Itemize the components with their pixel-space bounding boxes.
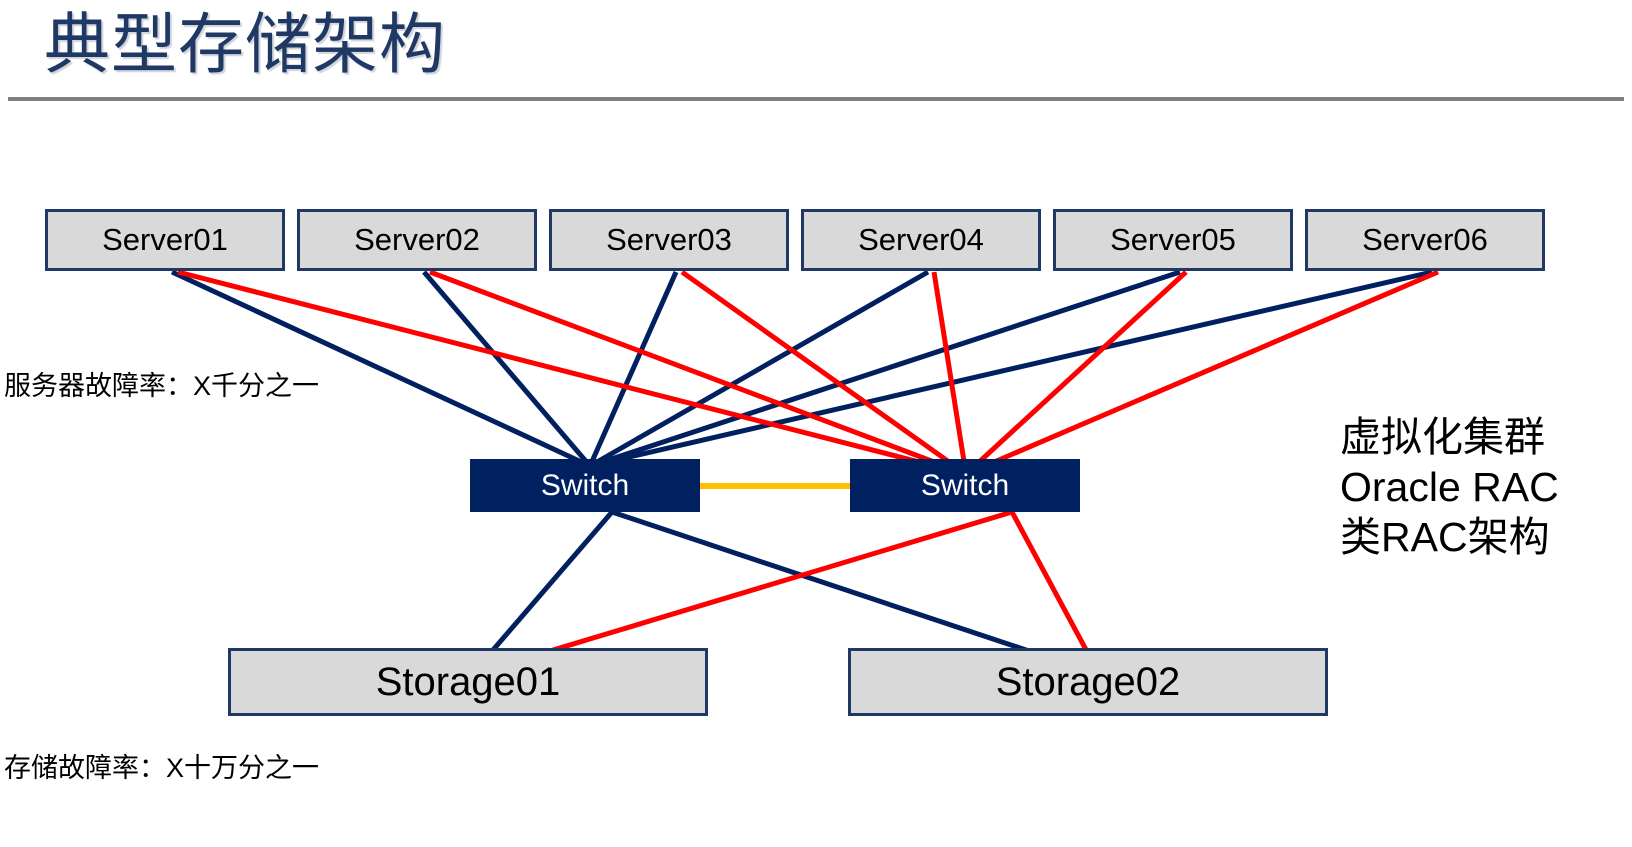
link-server06-right-switch bbox=[965, 269, 1439, 477]
link-server01-right-switch bbox=[177, 269, 967, 477]
link-left-switch-storage02 bbox=[611, 509, 1093, 675]
server-to-right-switch-links bbox=[177, 269, 1439, 477]
node-server03-label: Server03 bbox=[606, 222, 732, 257]
title-divider bbox=[8, 97, 1624, 101]
link-left-switch-storage01 bbox=[472, 510, 614, 674]
link-server03-left-switch bbox=[587, 270, 679, 468]
node-server06[interactable]: Server06 bbox=[1305, 209, 1545, 271]
node-server04[interactable]: Server04 bbox=[801, 209, 1041, 271]
node-server05[interactable]: Server05 bbox=[1053, 209, 1293, 271]
node-storage02-label: Storage02 bbox=[995, 659, 1181, 704]
cluster-note-line1: 虚拟化集群 bbox=[1340, 414, 1545, 460]
server-to-left-switch-links bbox=[170, 269, 1433, 469]
link-server06-left-switch bbox=[589, 269, 1433, 469]
link-right-switch-storage01 bbox=[479, 509, 1013, 675]
link-server05-left-switch bbox=[589, 269, 1181, 469]
node-server04-label: Server04 bbox=[858, 222, 984, 257]
link-server02-left-switch bbox=[422, 270, 592, 468]
node-switch-left-label: Switch bbox=[540, 468, 630, 502]
left-switch-to-storage-links bbox=[472, 509, 1093, 675]
node-server05-label: Server05 bbox=[1110, 222, 1236, 257]
node-server02-label: Server02 bbox=[354, 222, 480, 257]
node-server03[interactable]: Server03 bbox=[549, 209, 789, 271]
node-storage01[interactable]: Storage01 bbox=[228, 648, 708, 716]
node-switch-right[interactable]: Switch bbox=[850, 459, 1080, 512]
note-server-failure-rate: 服务器故障率：X千分之一 bbox=[4, 371, 320, 401]
node-storage02[interactable]: Storage02 bbox=[848, 648, 1328, 716]
cluster-note-line3: 类RAC架构 bbox=[1340, 514, 1550, 560]
link-server01-left-switch bbox=[170, 269, 592, 469]
node-server06-label: Server06 bbox=[1362, 222, 1488, 257]
note-storage-failure-rate: 存储故障率：X十万分之一 bbox=[4, 753, 320, 783]
node-server01-label: Server01 bbox=[102, 222, 228, 257]
node-storage01-label: Storage01 bbox=[375, 659, 561, 704]
link-server05-right-switch bbox=[964, 270, 1188, 476]
link-right-switch-storage02 bbox=[1009, 510, 1101, 674]
link-server04-left-switch bbox=[588, 269, 930, 469]
link-server03-right-switch bbox=[680, 269, 968, 477]
cluster-note: 虚拟化集群 Oracle RAC 类RAC架构 bbox=[1340, 412, 1559, 562]
link-server02-right-switch bbox=[429, 269, 967, 477]
cluster-note-line2: Oracle RAC bbox=[1340, 464, 1559, 510]
right-switch-to-storage-links bbox=[479, 509, 1101, 675]
node-switch-left[interactable]: Switch bbox=[470, 459, 700, 512]
node-server01[interactable]: Server01 bbox=[45, 209, 285, 271]
page-title: 典型存储架构 bbox=[44, 7, 446, 81]
link-server04-right-switch bbox=[931, 271, 969, 475]
node-server02[interactable]: Server02 bbox=[297, 209, 537, 271]
node-switch-right-label: Switch bbox=[920, 468, 1010, 502]
